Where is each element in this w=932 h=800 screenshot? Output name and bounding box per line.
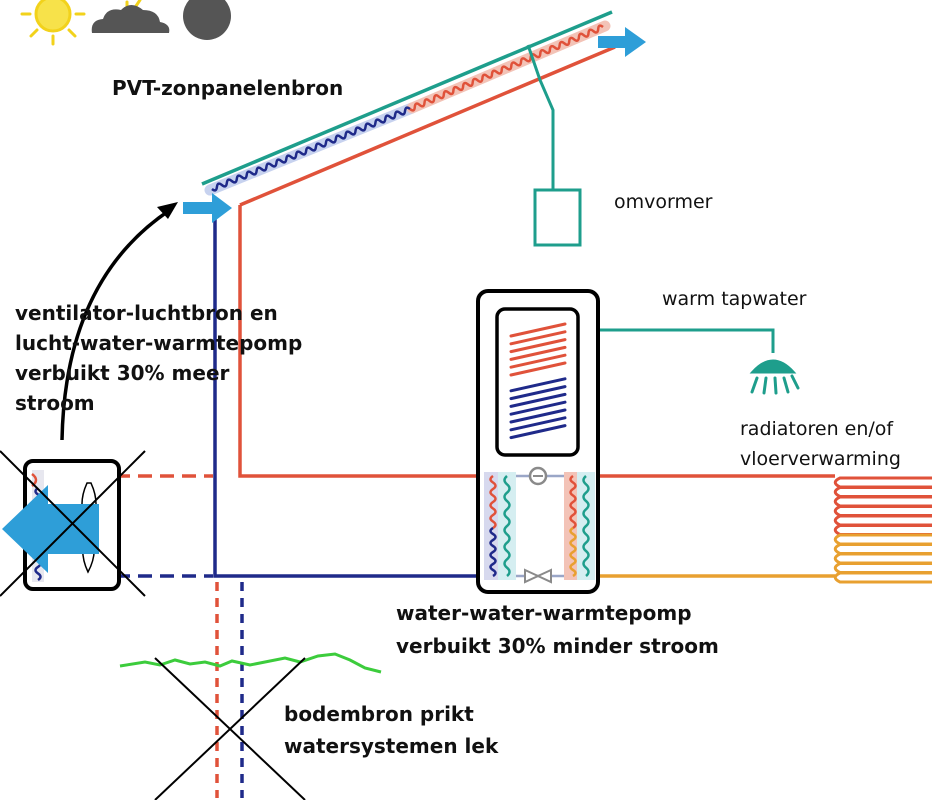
pvt-source-label: PVT-zonpanelenbron (112, 76, 343, 100)
inverter-label: omvormer (614, 191, 713, 213)
tank-coil-line (509, 416, 567, 432)
tank-coil-line (509, 400, 567, 416)
flow-arrow-in (183, 193, 232, 223)
floor-heating-loop (833, 486, 932, 498)
air-source-label-line3: verbuikt 30% meer (15, 361, 230, 385)
air-source-label-line4: stroom (15, 391, 95, 415)
pvt-panel (201, 10, 616, 207)
tank-coil-line (509, 424, 567, 440)
tank-coil-line (509, 408, 567, 424)
compressor-icon (528, 466, 548, 486)
tank-coil-line (509, 361, 567, 377)
tank-coil-line (509, 330, 567, 346)
floor-heating-loop (833, 562, 932, 574)
night-icon (183, 0, 231, 40)
tank-coil-line (509, 377, 567, 393)
ground-surface (119, 652, 382, 674)
ground-source-label-line2: watersystemen lek (284, 734, 499, 758)
ground-source-cross-icon (154, 657, 306, 800)
air-source-cross-icon (0, 450, 146, 597)
water-water-heat-pump (476, 289, 600, 594)
floor-heating-loop (833, 524, 932, 536)
floor-heating-loop (833, 476, 932, 489)
floor-heating-loop (833, 543, 932, 555)
inverter (526, 44, 582, 247)
water-water-label-line1: water-water-warmtepomp (396, 601, 692, 625)
tank-coil-line (509, 338, 567, 354)
floor-heating-coil (833, 476, 932, 584)
floor-heating-loop (833, 533, 932, 546)
tank-coil-line (509, 353, 567, 369)
sun-icon (20, 0, 86, 46)
floor-heating-loop (833, 514, 932, 527)
air-source-label-line1: ventilator-luchtbron en (15, 301, 278, 325)
radiators-label-line2: vloerverwarming (740, 448, 901, 470)
flow-arrow-out (598, 27, 646, 57)
floor-heating-loop (833, 571, 932, 584)
tank-coil-line (509, 322, 567, 338)
floor-heating-loop (833, 505, 932, 517)
radiators-label-line1: radiatoren en/of (740, 418, 894, 440)
air-to-pvt-arrow (60, 202, 178, 441)
piping (116, 205, 835, 798)
floor-heating-loop (833, 495, 932, 508)
air-source-heat-pump (2, 459, 121, 591)
cloud-sun-icon (91, 0, 170, 33)
floor-heating-loop (833, 552, 932, 565)
hot-tap-water-label: warm tapwater (662, 288, 807, 310)
tank-coil-line (509, 385, 567, 401)
water-water-label-line2: verbuikt 30% minder stroom (396, 634, 719, 658)
expansion-valve-icon (524, 568, 552, 584)
shower-icon (749, 359, 800, 395)
ground-source-label-line1: bodembron prikt (284, 702, 474, 726)
tank-coil-line (509, 392, 567, 408)
air-source-label-line2: lucht-water-warmtepomp (15, 331, 302, 355)
tank-coil-line (509, 345, 567, 361)
